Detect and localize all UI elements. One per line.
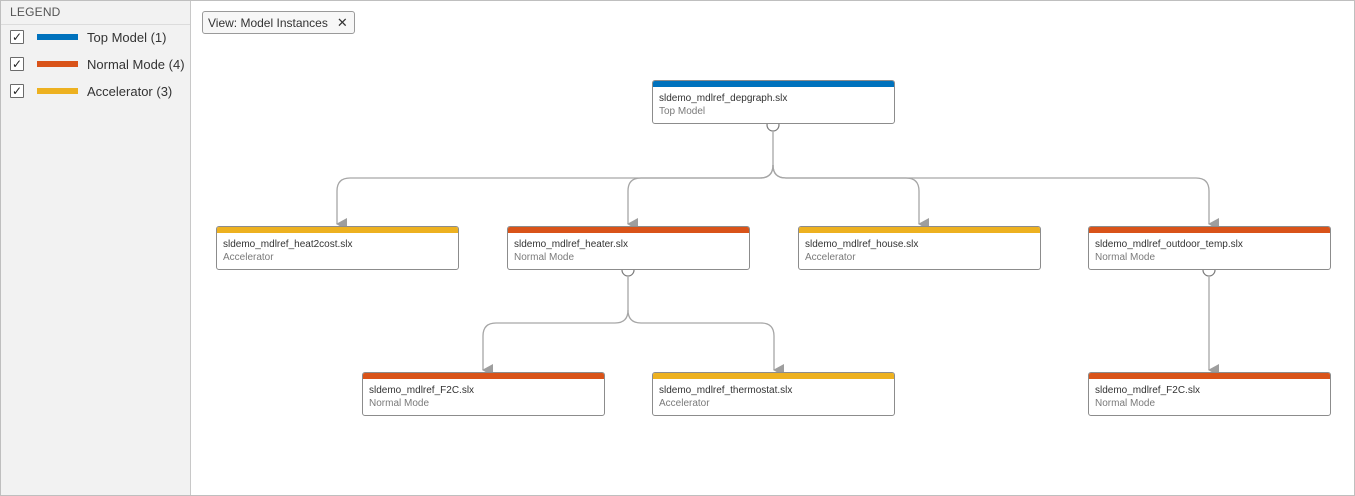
node-heater[interactable]: sldemo_mdlref_heater.slx Normal Mode [507,226,750,270]
node-mode-label: Normal Mode [514,252,575,263]
node-model-name: sldemo_mdlref_heater.slx [514,239,628,250]
node-model-name: sldemo_mdlref_outdoor_temp.slx [1095,239,1243,250]
top-model-swatch [37,34,78,40]
legend-panel: LEGEND ✓ Top Model (1) ✓ Normal Mode (4)… [1,1,191,495]
mode-color-bar [363,373,604,379]
legend-item-top-model[interactable]: ✓ Top Model (1) [10,27,188,47]
node-model-name: sldemo_mdlref_heat2cost.slx [223,239,353,250]
node-mode-label: Accelerator [659,398,710,409]
checkmark-icon: ✓ [11,57,23,71]
node-mode-label: Normal Mode [1095,252,1156,263]
node-mode-label: Normal Mode [1095,398,1156,409]
node-model-name: sldemo_mdlref_depgraph.slx [659,93,788,104]
node-mode-label: Accelerator [805,252,856,263]
mode-color-bar [799,227,1040,233]
node-mode-label: Top Model [659,106,706,117]
mode-color-bar [1089,227,1330,233]
edge-top-to-outdoor [772,164,1219,230]
normal-mode-swatch [37,61,78,67]
accelerator-swatch [37,88,78,94]
edge-top-to-house [772,164,929,230]
node-model-name: sldemo_mdlref_F2C.slx [369,385,475,396]
legend-checkbox-accelerator[interactable]: ✓ [10,84,24,98]
legend-checkbox-top-model[interactable]: ✓ [10,30,24,44]
edge-heater-to-thermostat [627,309,784,376]
legend-title: LEGEND [1,1,190,25]
node-f2c-outdoor[interactable]: sldemo_mdlref_F2C.slx Normal Mode [1088,372,1331,416]
node-heat2cost[interactable]: sldemo_mdlref_heat2cost.slx Accelerator [216,226,459,270]
legend-label-top-model: Top Model (1) [87,29,167,45]
node-mode-label: Normal Mode [369,398,430,409]
edge-top-to-heater [627,164,774,230]
legend-label-normal-mode: Normal Mode (4) [87,56,185,72]
graph-canvas[interactable]: View: Model Instances ✕ [192,1,1354,495]
node-model-name: sldemo_mdlref_house.slx [805,239,919,250]
checkmark-icon: ✓ [11,84,23,98]
legend-checkbox-normal-mode[interactable]: ✓ [10,57,24,71]
node-outdoor-temp[interactable]: sldemo_mdlref_outdoor_temp.slx Normal Mo… [1088,226,1331,270]
mode-color-bar [653,373,894,379]
node-f2c-heater[interactable]: sldemo_mdlref_F2C.slx Normal Mode [362,372,605,416]
edge-heater-to-f2c [482,277,629,376]
mode-color-bar [508,227,749,233]
mode-color-bar [217,227,458,233]
mode-color-bar [1089,373,1330,379]
checkmark-icon: ✓ [11,30,23,44]
node-house[interactable]: sldemo_mdlref_house.slx Accelerator [798,226,1041,270]
mode-color-bar [653,81,894,87]
view-filter-chip[interactable]: View: Model Instances ✕ [202,11,355,34]
node-model-name: sldemo_mdlref_F2C.slx [1095,385,1201,396]
legend-label-accelerator: Accelerator (3) [87,83,173,99]
node-mode-label: Accelerator [223,252,274,263]
node-model-name: sldemo_mdlref_thermostat.slx [659,385,793,396]
node-depgraph[interactable]: sldemo_mdlref_depgraph.slx Top Model [652,80,895,124]
legend-item-normal-mode[interactable]: ✓ Normal Mode (4) [10,54,188,74]
view-chip-label: View: Model Instances [208,15,328,30]
node-thermostat[interactable]: sldemo_mdlref_thermostat.slx Accelerator [652,372,895,416]
close-icon[interactable]: ✕ [336,14,348,30]
legend-item-accelerator[interactable]: ✓ Accelerator (3) [10,81,188,101]
